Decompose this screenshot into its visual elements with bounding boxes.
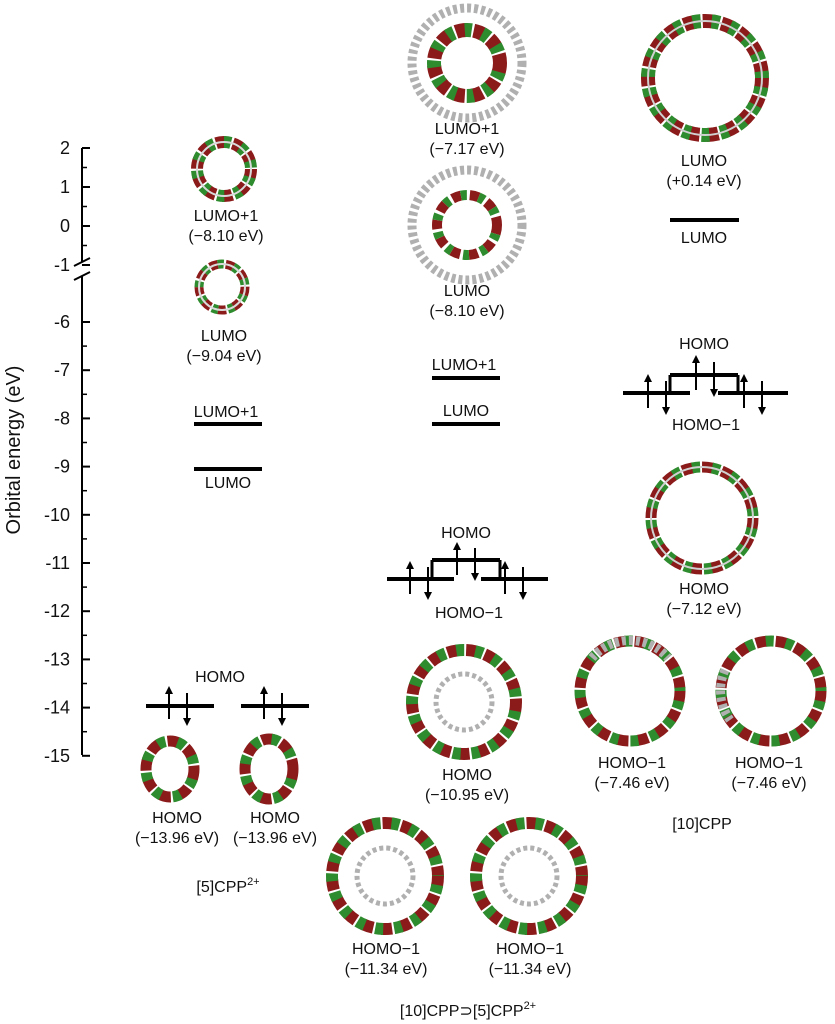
axis-tick-label: -9 [54,457,70,477]
energy-homo1-10cpp-a: (−7.46 eV) [594,775,669,792]
axis-tick-label: -10 [44,505,70,525]
axis-break-mark-top [73,257,91,267]
label-lumo1-5cpp: LUMO+1 [194,208,259,225]
orbital-homo1-10cpp-a [574,635,686,747]
level-label-lumo-5cpp: LUMO [205,475,251,492]
level-label-homo1-10cpp: HOMO−1 [672,417,740,434]
level-label-lumo1-5cpp: LUMO+1 [194,404,259,421]
label-homo1-10cpp-a: HOMO−1 [598,755,666,772]
axis-tick-label: 0 [60,216,70,236]
column-title-10cpp-5cpp: [10]CPP⊃[5]CPP2+ [400,1000,536,1020]
orbital-lumo-5cpp [194,259,250,315]
axis-break-mark-bottom [73,271,91,281]
label-homo-5cpp-a: HOMO [152,810,202,827]
electron-pair-homo-10cpp [692,355,718,397]
axis-tick-label: -12 [44,601,70,621]
axis-tick-label: -15 [44,746,70,766]
orbital-homo-10cpp [645,461,759,575]
axis-tick-label: -13 [44,649,70,669]
orbital-homo1-complex-b [470,817,588,935]
energy-lumo1-complex: (−7.17 eV) [429,141,504,158]
energy-lumo-10cpp: (+0.14 eV) [666,173,741,190]
energy-homo-5cpp-b: (−13.96 eV) [233,830,317,847]
axis-tick-label: -11 [45,553,70,573]
label-homo1-complex-a: HOMO−1 [352,941,420,958]
energy-lumo-5cpp: (−9.04 eV) [186,348,261,365]
axis-tick-label: 1 [60,177,70,197]
axis-tick-label: -1 [54,255,70,275]
energy-homo1-complex-a: (−11.34 eV) [345,961,428,978]
energy-homo1-10cpp-b: (−7.46 eV) [731,775,806,792]
orbital-lumo1-complex [407,3,527,123]
energy-lumo1-5cpp: (−8.10 eV) [188,228,263,245]
orbital-homo-5cpp-b [239,733,299,805]
axis-tick-label: -6 [54,312,70,332]
level-label-homo-5cpp: HOMO [195,669,245,686]
orbital-lumo-10cpp [641,14,769,142]
level-label-homo-complex: HOMO [441,525,491,542]
label-lumo-complex: LUMO [444,283,490,300]
column-title-5cpp: [5]CPP2+ [196,876,259,896]
column-title-10cpp: [10]CPP [672,816,732,833]
label-lumo-10cpp: LUMO [681,153,727,170]
level-label-lumo-complex: LUMO [443,403,489,420]
electron-pair-homo-complex [453,542,479,581]
label-homo1-complex-b: HOMO−1 [496,941,564,958]
electron-pair-homo1-complex-a [406,561,432,600]
orbital-homo1-10cpp-b [715,635,827,747]
energy-homo-complex: (−10.95 eV) [425,787,509,804]
electron-pair-homo-5cpp-b [260,686,286,726]
orbital-homo-5cpp-a [140,735,200,803]
electron-pair-homo1-10cpp-b [740,374,766,415]
axis-tick-label: -8 [54,408,70,428]
orbital-homo1-complex-a [326,817,444,935]
energy-axis: 2 1 0 -1 -6 -7 -8 -9 -10 -11 -12 -13 -14 -15 Orbital… [3,138,91,766]
label-homo-10cpp: HOMO [679,581,729,598]
label-homo1-10cpp-b: HOMO−1 [735,755,803,772]
level-label-homo-10cpp: HOMO [679,336,729,353]
axis-tick-label: -7 [54,360,70,380]
orbital-lumo1-5cpp [191,136,257,202]
column-5cpp: LUMO+1 (−8.10 eV) LUMO (−9.04 eV) LUMO+1… [135,136,317,896]
axis-tick-label: 2 [60,138,70,158]
energy-homo1-complex-b: (−11.34 eV) [489,961,572,978]
label-homo-5cpp-b: HOMO [250,810,300,827]
label-lumo-5cpp: LUMO [201,328,247,345]
column-10cpp-5cpp: LUMO+1 (−7.17 eV) LUMO (−8.10 eV) LUMO+1… [326,3,588,1020]
column-10cpp: LUMO (+0.14 eV) LUMO HOMO HOMO−1 HOMO (−… [574,14,827,833]
electron-pair-homo1-10cpp-a [644,374,670,415]
orbital-homo-complex [406,644,522,760]
energy-homo-10cpp: (−7.12 eV) [666,601,741,618]
axis-tick-label: -14 [44,698,70,718]
label-homo-complex: HOMO [442,767,492,784]
energy-homo-5cpp-a: (−13.96 eV) [135,830,219,847]
energy-lumo-complex: (−8.10 eV) [429,303,504,320]
level-label-lumo1-complex: LUMO+1 [432,357,497,374]
level-label-homo1-complex: HOMO−1 [435,605,503,622]
level-label-lumo-10cpp: LUMO [681,230,727,247]
orbital-lumo-complex [407,165,527,285]
axis-title: Orbital energy (eV) [3,366,25,535]
electron-pair-homo1-complex-b [501,561,527,600]
electron-pair-homo-5cpp-a [165,686,191,726]
label-lumo1-complex: LUMO+1 [435,121,500,138]
